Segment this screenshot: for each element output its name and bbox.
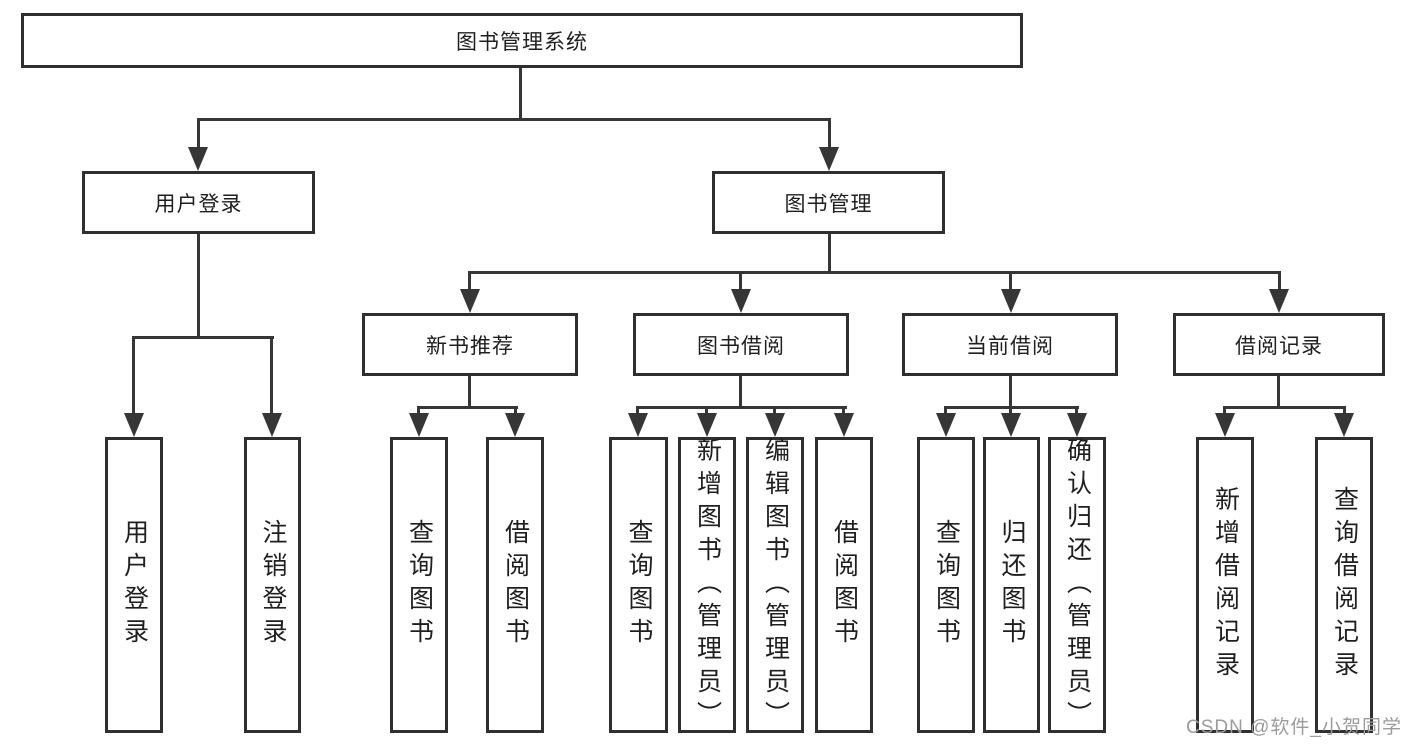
arrow-down-book-borrow (731, 289, 751, 313)
leaf-query-book-recommend-label: 查询图书 (405, 519, 434, 651)
leaf-user-login: 用户登录 (105, 437, 163, 733)
connector-bookmgmt-drop-2 (739, 271, 742, 292)
connector-userlogin-drop-2 (270, 336, 273, 415)
connector-current-drop-2 (1009, 406, 1012, 416)
arrow-down-leaf-add-book (697, 413, 717, 437)
arrow-down-leaf-borrow-book-1 (505, 413, 525, 437)
node-user-login: 用户登录 (82, 171, 315, 234)
leaf-borrow-book-recommend: 借阅图书 (486, 437, 544, 733)
connector-borrow-branch (636, 406, 847, 409)
leaf-edit-book-admin: 编辑图书（管理员） (746, 436, 804, 734)
arrow-down-book-management (819, 147, 839, 171)
connector-root-stem (519, 68, 522, 120)
arrow-down-borrow-records (1269, 289, 1289, 313)
arrow-down-current-borrow (1001, 289, 1021, 313)
connector-bookmgmt-branch (468, 271, 1281, 274)
connector-borrow-drop-3 (773, 406, 776, 416)
arrow-down-leaf-add-record (1215, 413, 1235, 437)
node-borrow-records-label: 借阅记录 (1235, 334, 1323, 358)
node-root-label: 图书管理系统 (456, 30, 588, 54)
connector-recommend-branch (417, 406, 518, 409)
leaf-confirm-return-admin-label: 确认归还（管理员） (1063, 436, 1092, 734)
connector-bookmgmt-drop-3 (1009, 271, 1012, 292)
connector-userlogin-drop-1 (132, 336, 135, 415)
connector-records-drop-2 (1343, 406, 1346, 416)
arrow-down-leaf-borrow-book-2 (834, 413, 854, 437)
node-current-borrow: 当前借阅 (902, 313, 1118, 376)
leaf-borrow-book: 借阅图书 (815, 437, 873, 733)
connector-records-branch (1223, 406, 1346, 409)
arrow-down-leaf-logout (262, 413, 282, 437)
leaf-add-book-admin-label: 新增图书（管理员） (693, 436, 722, 734)
leaf-query-book-current-label: 查询图书 (932, 519, 961, 651)
leaf-query-book-borrow-label: 查询图书 (625, 519, 653, 651)
arrow-down-leaf-user-login (124, 413, 144, 437)
arrow-down-new-book-recommend (460, 289, 480, 313)
leaf-query-book-borrow: 查询图书 (609, 437, 668, 733)
arrow-down-leaf-query-book-2 (628, 413, 648, 437)
node-borrow-records: 借阅记录 (1173, 313, 1385, 376)
connector-recommend-drop-2 (514, 406, 517, 416)
arrow-down-user-login (188, 147, 208, 171)
leaf-add-book-admin: 新增图书（管理员） (678, 436, 736, 734)
leaf-query-book-current: 查询图书 (917, 437, 975, 733)
arrow-down-leaf-query-book-3 (936, 413, 956, 437)
connector-userlogin-stem (197, 234, 200, 339)
connector-bookmgmt-drop-1 (468, 271, 471, 292)
connector-current-drop-3 (1075, 406, 1078, 416)
node-user-login-label: 用户登录 (154, 192, 243, 216)
connector-records-drop-1 (1223, 406, 1226, 416)
arrow-down-leaf-return-book (1001, 413, 1021, 437)
connector-root-branch (197, 118, 831, 121)
connector-current-drop-1 (944, 406, 947, 416)
leaf-confirm-return-admin: 确认归还（管理员） (1048, 436, 1106, 734)
leaf-borrow-book-label: 借阅图书 (830, 519, 859, 651)
connector-borrow-drop-2 (705, 406, 708, 416)
connector-records-stem (1277, 376, 1280, 409)
leaf-add-borrow-record: 新增借阅记录 (1196, 437, 1254, 733)
arrow-down-leaf-query-book-1 (409, 413, 429, 437)
leaf-query-borrow-record: 查询借阅记录 (1315, 437, 1373, 733)
connector-borrow-drop-1 (636, 406, 639, 416)
node-new-book-recommend: 新书推荐 (362, 313, 578, 376)
leaf-logout: 注销登录 (244, 437, 301, 733)
leaf-borrow-book-recommend-label: 借阅图书 (501, 519, 530, 651)
node-new-book-recommend-label: 新书推荐 (426, 334, 514, 358)
connector-borrow-stem (739, 376, 742, 409)
node-book-management: 图书管理 (712, 171, 945, 234)
arrow-down-leaf-edit-book (765, 413, 785, 437)
csdn-watermark: CSDN @软件_小贺同学 (1186, 717, 1402, 738)
leaf-query-borrow-record-label: 查询借阅记录 (1330, 486, 1359, 684)
leaf-logout-label: 注销登录 (259, 519, 287, 651)
leaf-return-book-label: 归还图书 (998, 519, 1026, 651)
node-book-borrow-label: 图书借阅 (697, 334, 785, 358)
leaf-edit-book-admin-label: 编辑图书（管理员） (761, 436, 790, 734)
connector-root-drop-right (828, 118, 831, 149)
node-current-borrow-label: 当前借阅 (966, 334, 1054, 358)
node-book-borrow: 图书借阅 (633, 313, 849, 376)
connector-root-drop-left (197, 118, 200, 149)
leaf-return-book: 归还图书 (983, 437, 1040, 733)
connector-borrow-drop-4 (842, 406, 845, 416)
connector-recommend-stem (468, 376, 471, 409)
arrow-down-leaf-query-record (1334, 413, 1354, 437)
connector-userlogin-branch (132, 336, 274, 339)
connector-bookmgmt-stem (828, 234, 831, 274)
leaf-add-borrow-record-label: 新增借阅记录 (1211, 486, 1240, 684)
connector-current-stem (1009, 376, 1012, 409)
connector-bookmgmt-drop-4 (1278, 271, 1281, 292)
node-root: 图书管理系统 (21, 13, 1023, 68)
leaf-query-book-recommend: 查询图书 (390, 437, 448, 733)
arrow-down-leaf-confirm-return (1067, 413, 1087, 437)
connector-recommend-drop-1 (417, 406, 420, 416)
node-book-management-label: 图书管理 (784, 192, 873, 216)
leaf-user-login-label: 用户登录 (120, 519, 149, 651)
